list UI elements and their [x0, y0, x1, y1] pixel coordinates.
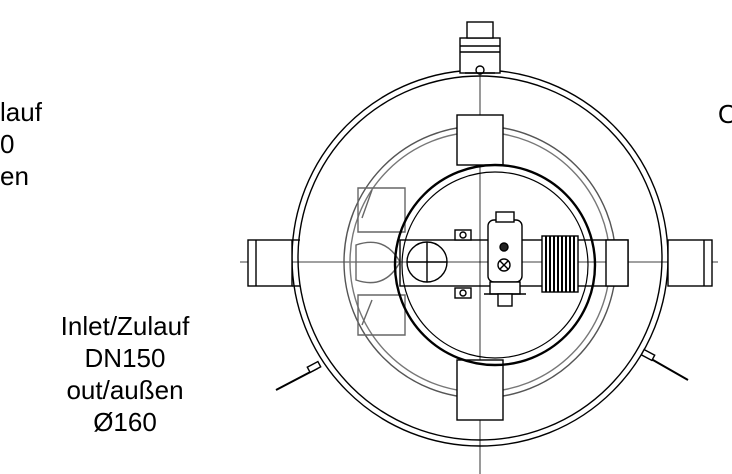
top-lug [456, 114, 504, 166]
clamp-lower [454, 287, 472, 299]
left-inlet-pipe [247, 239, 300, 287]
right-outlet-pipe [667, 239, 713, 287]
top-nozzle [459, 21, 501, 75]
pump-unit [484, 211, 526, 307]
ribbed-coupling [541, 235, 579, 293]
manhole-ring-outer [393, 163, 597, 367]
bottom-lug [456, 359, 504, 421]
inlet-label-line-2: DN150 [84, 343, 166, 373]
clamp-upper [454, 229, 472, 241]
outlet-label-line-3: en [0, 161, 29, 191]
handle-left [275, 360, 322, 391]
left-baffle [355, 187, 406, 336]
outlet-label-line-2: 0 [0, 129, 15, 159]
inlet-label-line-3: out/außen [66, 375, 184, 405]
inlet-label-line-4: Ø160 [93, 407, 157, 437]
outlet-label-line-1: lauf [0, 97, 42, 127]
inner-connecting-pipe [399, 239, 629, 287]
handle-right [640, 348, 689, 381]
inlet-label: Inlet/Zulauf DN150 out/außen Ø160 [40, 310, 210, 438]
manhole-ring-inner [401, 171, 589, 359]
inlet-label-line-1: Inlet/Zulauf [60, 311, 190, 341]
outlet-label-cut: lauf 0 en [0, 96, 42, 192]
right-label-cut: O [718, 98, 732, 130]
right-label-line-1: O [718, 99, 732, 129]
